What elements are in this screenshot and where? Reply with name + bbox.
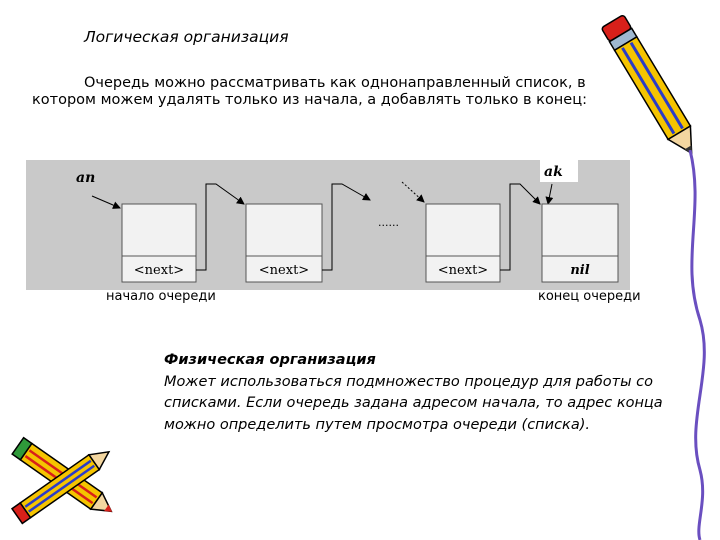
node-next-field: <next>: [134, 263, 184, 278]
physical-title: Физическая организация: [164, 352, 376, 368]
list-node: <next>: [245, 203, 323, 283]
pointer-an-arrow: [91, 195, 121, 209]
caption-queue-start: начало очереди: [106, 289, 216, 304]
list-node: <next>: [121, 203, 197, 283]
pencil-icon: [601, 14, 693, 155]
queue-diagram-svg: an ak <next> <next> <next> nil: [76, 160, 619, 283]
ak-label-box: [540, 160, 578, 182]
pointer-an-label: an: [76, 170, 95, 186]
link-arrow: [401, 181, 425, 203]
slide-title: Логическая организация: [84, 28, 289, 46]
queue-diagram: an ak <next> <next> <next> nil: [26, 160, 630, 290]
link-arrow: [196, 183, 245, 271]
intro-paragraph-text: Очередь можно рассматривать как однонапр…: [32, 75, 587, 108]
physical-organization: Физическая организация Может использоват…: [164, 350, 704, 436]
decorative-line-icon: [688, 150, 706, 540]
pointer-ak-label: ak: [544, 164, 563, 180]
physical-text: Может использоваться подмножество процед…: [164, 373, 663, 433]
list-node: <next>: [425, 203, 501, 283]
node-next-field: <next>: [438, 263, 488, 278]
link-arrow: [322, 183, 371, 271]
intro-paragraph: Очередь можно рассматривать как однонапр…: [32, 75, 632, 109]
list-node: nil: [541, 203, 619, 283]
caption-queue-end: конец очереди: [538, 289, 641, 304]
pointer-ak-arrow: [545, 183, 554, 205]
node-nil-field: nil: [570, 263, 589, 278]
pencils-icon: [10, 436, 113, 525]
node-next-field: <next>: [259, 263, 309, 278]
ellipsis: ......: [378, 216, 399, 229]
link-arrow: [500, 183, 541, 271]
